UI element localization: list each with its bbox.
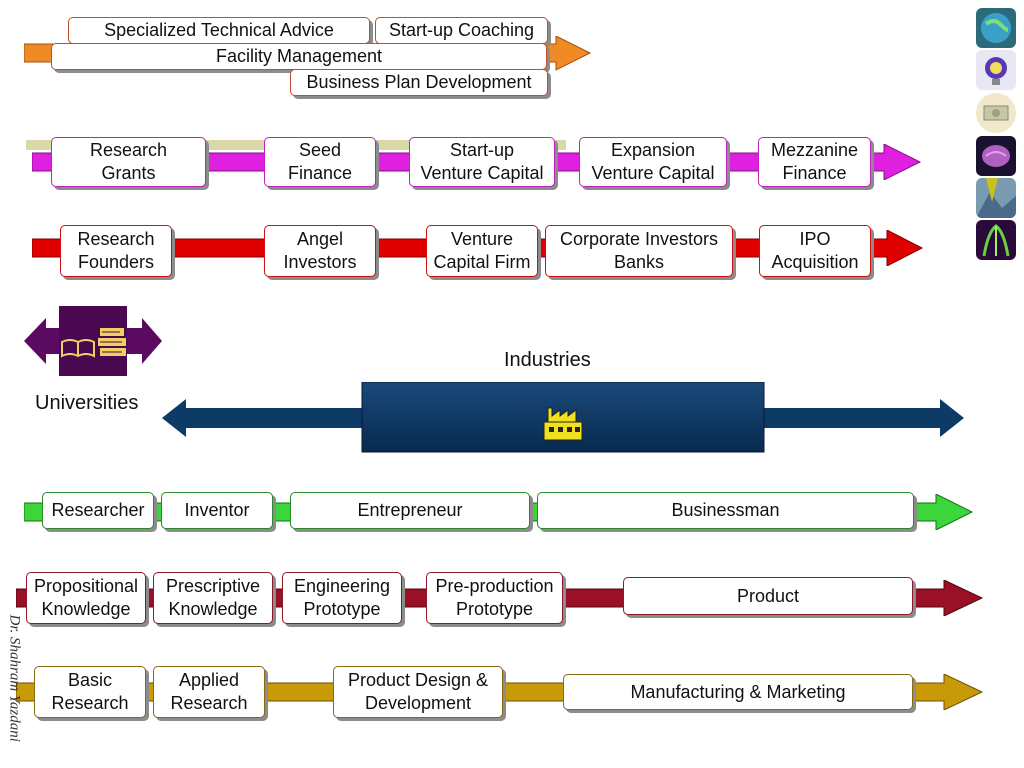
author-signature: Dr. Shahram Yazdani [6,614,23,742]
box-ipo-acquisition: IPO Acquisition [759,225,871,277]
box-start-up-coaching: Start-up Coaching [375,17,548,44]
box-mezzanine-finance: Mezzanine Finance [758,137,871,187]
universities-label: Universities [35,392,139,414]
globe-icon [976,8,1016,48]
box-seed-finance: Seed Finance [264,137,376,187]
box-manufacturing-marketing: Manufacturing & Marketing [563,674,913,710]
box-pre-production-prototype: Pre-production Prototype [426,572,563,624]
box-propositional-knowledge: Propositional Knowledge [26,572,146,624]
box-product-design-development: Product Design & Development [333,666,503,718]
box-product: Product [623,577,913,615]
books-icon [61,328,126,358]
box-research-founders: Research Founders [60,225,172,277]
box-engineering-prototype: Engineering Prototype [282,572,402,624]
box-angel-investors: Angel Investors [264,225,376,277]
box-prescriptive-knowledge: Prescriptive Knowledge [153,572,273,624]
box-basic-research: Basic Research [34,666,146,718]
landscape-icon [976,178,1016,218]
nature-icon [976,220,1016,260]
lightbulb-icon [976,50,1016,90]
factory-icon [543,407,583,441]
box-researcher: Researcher [42,492,154,529]
box-applied-research: Applied Research [153,666,265,718]
money-icon [976,93,1016,133]
box-venture-capital-firm: Venture Capital Firm [426,225,538,277]
box-research-grants: Research Grants [51,137,206,187]
box-start-up-venture-capital: Start-up Venture Capital [409,137,555,187]
industries-label: Industries [504,349,591,371]
box-expansion-venture-capital: Expansion Venture Capital [579,137,727,187]
box-entrepreneur: Entrepreneur [290,492,530,529]
box-specialized-technical-advice: Specialized Technical Advice [68,17,370,44]
box-businessman: Businessman [537,492,914,529]
box-facility-management: Facility Management [51,43,547,70]
brain-icon [976,136,1016,176]
box-business-plan-development: Business Plan Development [290,69,548,96]
box-corporate-investors-banks: Corporate Investors Banks [545,225,733,277]
box-inventor: Inventor [161,492,273,529]
